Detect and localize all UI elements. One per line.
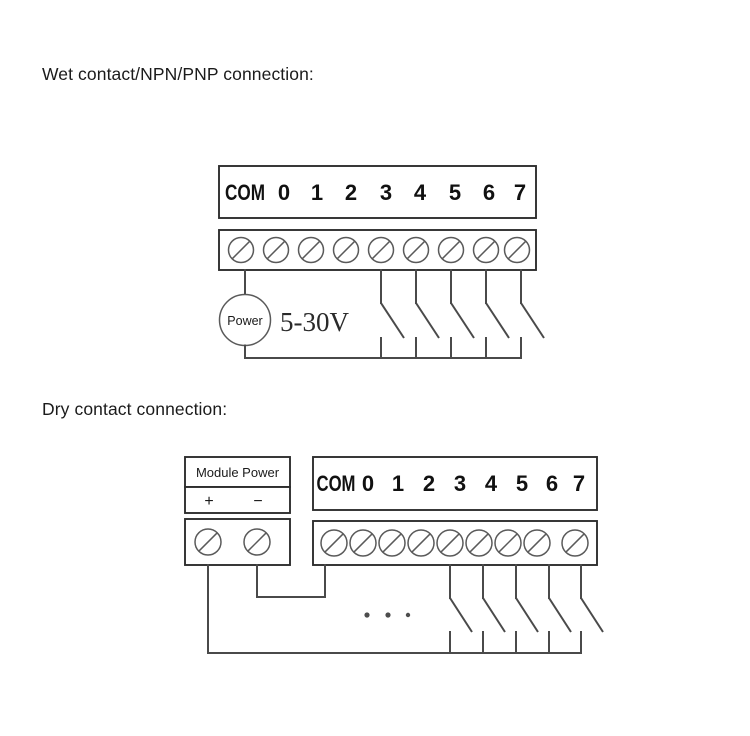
screw-terminal-icon (243, 528, 271, 556)
screw-terminal-icon (437, 236, 465, 264)
screw-terminal-icon (227, 236, 255, 264)
module-power-title-box (184, 456, 291, 488)
dry-terminal-label-3: 3 (454, 471, 466, 496)
switch-contact-icon (449, 564, 473, 654)
screw-terminal-icon (194, 528, 222, 556)
wet-terminal-label-6: 6 (483, 180, 495, 205)
switch-contact-icon (515, 564, 539, 654)
wet-screw-terminals (227, 236, 531, 264)
dry-terminal-label-7: 7 (573, 471, 585, 496)
screw-terminal-icon (262, 236, 290, 264)
screw-terminal-icon (465, 529, 493, 557)
wet-switch-contacts (380, 269, 545, 359)
switch-contact-icon (520, 269, 545, 359)
wet-terminal-labels: COM 0 1 2 3 4 5 6 7 (225, 180, 526, 206)
wet-terminal-label-com: COM (225, 181, 265, 206)
screw-terminal-icon (378, 529, 406, 557)
power-source-icon: Power (218, 269, 272, 359)
screw-terminal-icon (472, 236, 500, 264)
switch-contact-icon (380, 269, 405, 359)
module-power-positive-label: + (204, 493, 213, 510)
module-power-negative-label: − (253, 493, 262, 510)
screw-terminal-icon (367, 236, 395, 264)
dry-terminal-label-4: 4 (485, 471, 498, 496)
screw-terminal-icon (332, 236, 360, 264)
screw-terminal-icon (349, 529, 377, 557)
screw-terminal-icon (561, 529, 589, 557)
screw-terminal-icon (494, 529, 522, 557)
switch-contact-icon (482, 564, 506, 654)
dry-terminal-label-1: 1 (392, 471, 404, 496)
switch-contact-icon (548, 564, 572, 654)
wet-terminal-label-4: 4 (414, 180, 427, 205)
wet-terminal-label-7: 7 (514, 180, 526, 205)
voltage-range-label: 5-30V (280, 307, 349, 337)
module-power-polarity-box (184, 486, 291, 514)
wet-terminal-label-5: 5 (449, 180, 461, 205)
wet-terminal-label-1: 1 (311, 180, 323, 205)
wet-terminal-label-0: 0 (278, 180, 290, 205)
power-source-label: Power (227, 314, 262, 328)
switch-contact-icon (450, 269, 475, 359)
dry-terminal-label-0: 0 (362, 471, 374, 496)
dry-terminal-label-6: 6 (546, 471, 558, 496)
module-power-negative-wire (256, 564, 326, 598)
switch-contact-icon (485, 269, 510, 359)
screw-terminal-icon (320, 529, 348, 557)
wet-terminal-label-3: 3 (380, 180, 392, 205)
dry-terminal-label-5: 5 (516, 471, 528, 496)
dry-terminal-label-com: COM (317, 472, 356, 497)
dry-label-block (312, 456, 598, 511)
wet-contact-section-title: Wet contact/NPN/PNP connection: (42, 64, 314, 84)
dry-terminal-labels: COM 0 1 2 3 4 5 6 7 (317, 471, 586, 497)
dry-screw-terminals (320, 529, 589, 557)
screw-terminal-icon (503, 236, 531, 264)
dry-terminal-label-2: 2 (423, 471, 435, 496)
wet-label-block (218, 165, 537, 219)
module-power-title: Module Power (196, 465, 280, 480)
screw-terminal-icon (297, 236, 325, 264)
ellipsis-dots-icon (364, 612, 411, 618)
screw-terminal-icon (407, 529, 435, 557)
screw-terminal-icon (402, 236, 430, 264)
dry-switch-contacts (449, 564, 604, 654)
switch-contact-icon (415, 269, 440, 359)
switch-contact-icon (580, 564, 604, 654)
module-power-screw-terminals (194, 528, 271, 556)
wet-terminal-label-2: 2 (345, 180, 357, 205)
screw-terminal-icon (436, 529, 464, 557)
screw-terminal-icon (523, 529, 551, 557)
dry-contact-section-title: Dry contact connection: (42, 399, 228, 419)
